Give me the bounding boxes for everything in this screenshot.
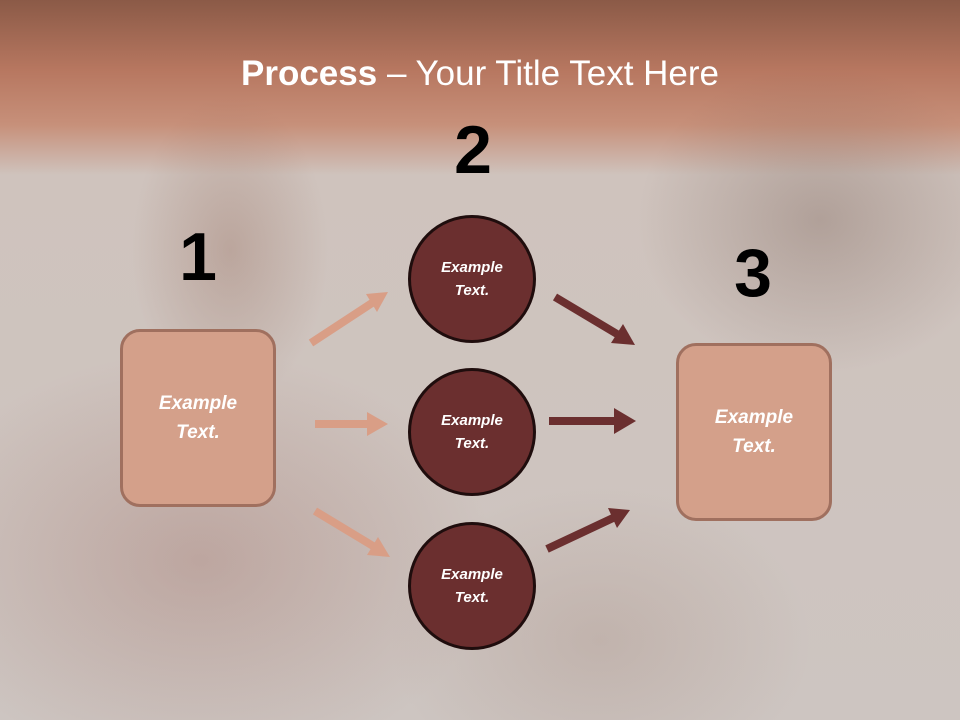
step-1-box: Example Text. — [120, 329, 276, 507]
circle-middle: Example Text. — [408, 368, 536, 496]
step-3-box: Example Text. — [676, 343, 832, 521]
arrow-from-circle-bottom — [545, 508, 630, 553]
circle-bottom-line1: Example — [441, 566, 503, 583]
title-bold: Process — [241, 54, 378, 93]
arrow-to-circle-bottom — [312, 507, 390, 557]
circle-bottom: Example Text. — [408, 522, 536, 650]
step-1-text-line1: Example — [158, 393, 238, 414]
circle-bottom-line2: Text. — [454, 589, 490, 606]
step-3-text-line2: Text. — [732, 436, 776, 457]
step-number-3: 3 — [734, 235, 772, 311]
step-3-text-line1: Example — [714, 407, 794, 428]
circle-top-line2: Text. — [454, 282, 490, 299]
circle-middle-line2: Text. — [454, 435, 490, 452]
step-number-1: 1 — [179, 219, 217, 295]
arrow-from-circle-middle — [549, 408, 636, 434]
arrow-to-circle-middle — [315, 412, 388, 436]
step-1-text-line2: Text. — [176, 422, 220, 443]
arrow-to-circle-top — [308, 292, 388, 347]
step-number-2: 2 — [454, 112, 492, 188]
slide-title: Process – Your Title Text Here — [0, 52, 960, 96]
circle-top-line1: Example — [441, 259, 503, 276]
title-rest: – Your Title Text Here — [377, 54, 719, 93]
circle-middle-line1: Example — [441, 412, 503, 429]
circle-top: Example Text. — [408, 215, 536, 343]
arrow-from-circle-top — [552, 293, 635, 345]
